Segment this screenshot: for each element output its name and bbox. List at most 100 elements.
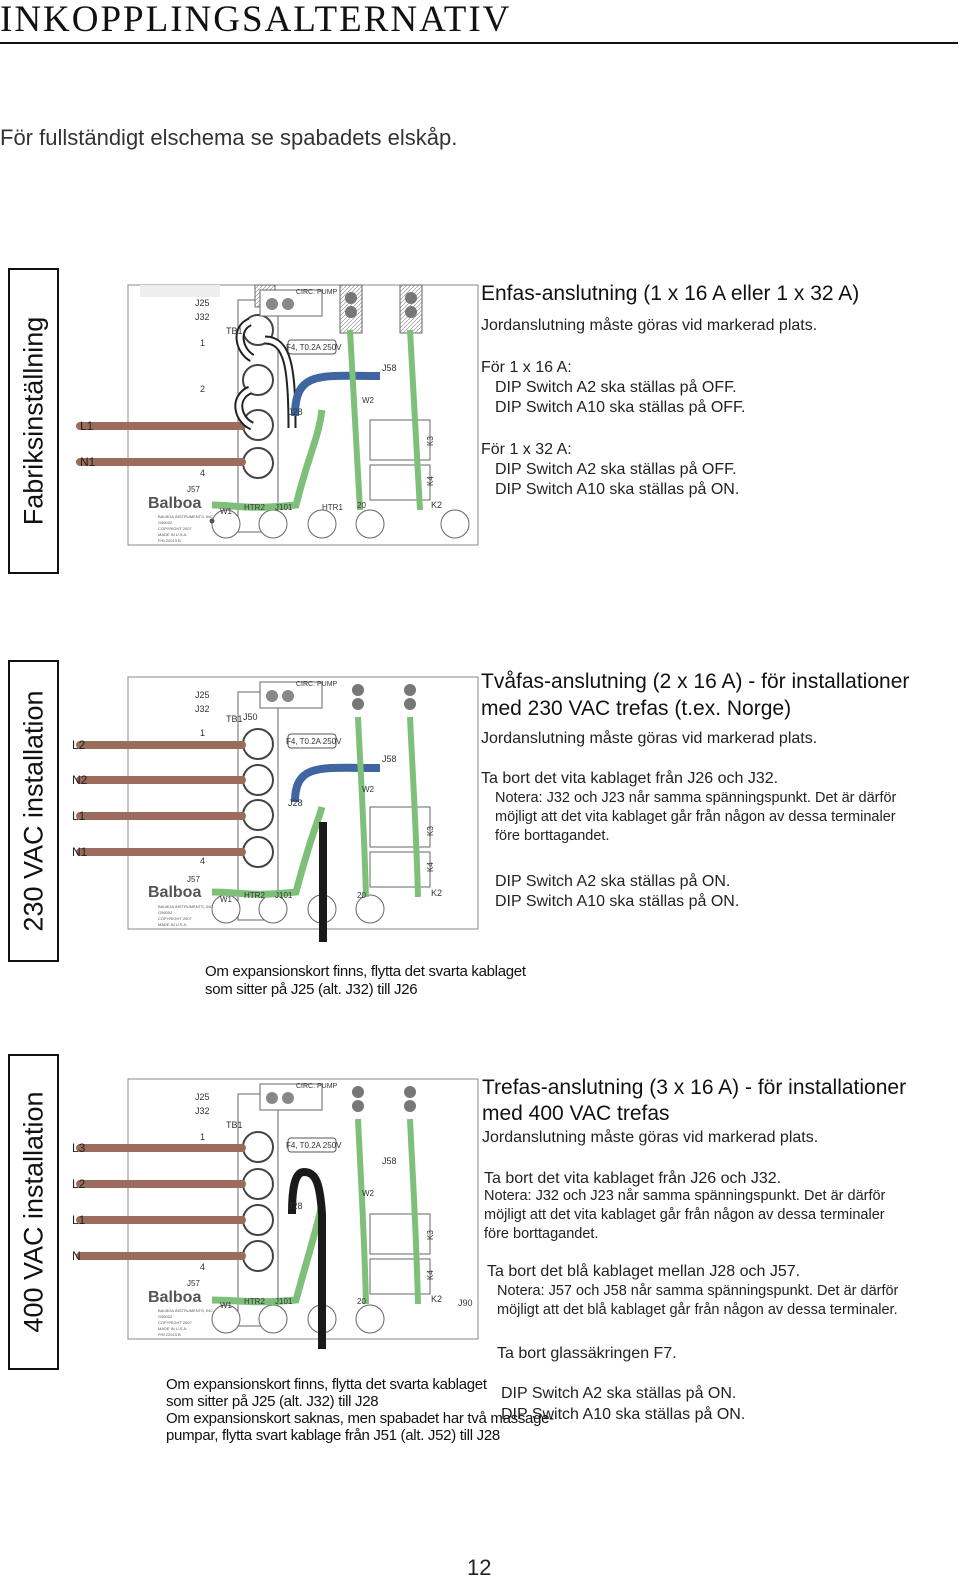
svg-text:J57: J57	[187, 1279, 200, 1288]
svg-text:MADE IN U.S.A.: MADE IN U.S.A.	[158, 532, 187, 537]
balboa-logo: Balboa	[148, 884, 201, 901]
section3-expansion-4: pumpar, flytta svart kablage från J51 (a…	[166, 1427, 500, 1444]
svg-text:CIRC. PUMP: CIRC. PUMP	[296, 681, 338, 688]
section1-opt1-a: DIP Switch A2 ska ställas på OFF.	[495, 379, 737, 396]
section3-ground: Jordanslutning måste göras vid markerad …	[482, 1129, 819, 1146]
svg-text:J28: J28	[288, 1201, 303, 1211]
section3-note-1: Notera: J32 och J23 når samma spänningsp…	[484, 1188, 886, 1204]
svg-text:20: 20	[357, 1297, 366, 1306]
svg-text:COPYRIGHT 2007: COPYRIGHT 2007	[158, 916, 192, 921]
side-label-400vac: 400 VAC installation	[8, 1054, 59, 1370]
svg-text:J57: J57	[187, 485, 200, 494]
svg-text:J50: J50	[243, 712, 258, 722]
svg-text:HTR1: HTR1	[322, 503, 343, 512]
svg-text:G56002: G56002	[158, 1314, 173, 1319]
section2-note-1: Notera: J32 och J23 når samma spänningsp…	[495, 790, 897, 806]
terminal-screw-icon	[242, 728, 274, 760]
terminal-screw-icon	[242, 764, 274, 796]
svg-text:J28: J28	[288, 798, 303, 808]
section3-fuse: Ta bort glassäkringen F7.	[497, 1345, 677, 1362]
svg-text:TB1: TB1	[226, 1120, 243, 1130]
section2-dip-a: DIP Switch A2 ska ställas på ON.	[495, 873, 731, 890]
ground-icon	[209, 518, 215, 524]
wire-brown	[76, 1144, 246, 1260]
section1-ground: Jordanslutning måste göras vid markerad …	[481, 317, 818, 334]
svg-text:J32: J32	[195, 312, 210, 322]
svg-text:J25: J25	[195, 690, 210, 700]
svg-text:BALBOA INSTRUMENTS, INC.: BALBOA INSTRUMENTS, INC.	[158, 514, 214, 519]
svg-text:K3: K3	[426, 1230, 435, 1240]
section3-expansion-3: Om expansionskort saknas, men spabadet h…	[166, 1410, 554, 1427]
svg-text:20: 20	[357, 891, 366, 900]
svg-text:TB1: TB1	[226, 326, 243, 336]
fuse-icon	[287, 733, 337, 749]
svg-text:K2: K2	[431, 888, 442, 898]
svg-text:W1: W1	[220, 507, 233, 516]
svg-text:CIRC. PUMP: CIRC. PUMP	[296, 289, 338, 296]
terminal-screw-icon	[242, 447, 274, 479]
svg-text:HTR2: HTR2	[244, 891, 265, 900]
svg-text:TB1: TB1	[226, 714, 243, 724]
section2-note-2: möjligt att det vita kablaget går från n…	[495, 809, 896, 825]
side-label-230vac: 230 VAC installation	[8, 660, 59, 962]
section1-opt2-a: DIP Switch A2 ska ställas på OFF.	[495, 461, 737, 478]
svg-text:HTR2: HTR2	[244, 503, 265, 512]
section2-expansion-2: som sitter på J25 (alt. J32) till J26	[205, 981, 418, 998]
svg-text:G56002: G56002	[158, 520, 173, 525]
svg-text:K4: K4	[426, 862, 435, 872]
svg-text:J57: J57	[187, 875, 200, 884]
svg-text:J90: J90	[458, 1298, 473, 1308]
wire-label-n: N	[72, 1249, 81, 1263]
svg-text:F4, T0.2A 250V: F4, T0.2A 250V	[286, 737, 342, 746]
section3-expansion-2: som sitter på J25 (alt. J32) till J28	[166, 1393, 379, 1410]
section3-remove-blue: Ta bort det blå kablaget mellan J28 och …	[487, 1263, 801, 1280]
wire-green	[355, 716, 421, 898]
section3-dip-a: DIP Switch A2 ska ställas på ON.	[501, 1385, 737, 1402]
section2-heading-1: Tvåfas-anslutning (2 x 16 A) - för insta…	[481, 670, 910, 693]
svg-text:4: 4	[200, 856, 205, 866]
section2-heading-2: med 230 VAC trefas (t.ex. Norge)	[481, 697, 792, 720]
section1-heading: Enfas-anslutning (1 x 16 A eller 1 x 32 …	[481, 282, 860, 305]
wire-label-l1: L1	[72, 809, 86, 823]
svg-text:J25: J25	[195, 1092, 210, 1102]
wire-green	[211, 1203, 326, 1306]
svg-text:1: 1	[200, 728, 205, 738]
svg-text:1: 1	[200, 338, 205, 348]
section3-note-3: före borttagandet.	[484, 1226, 599, 1242]
svg-text:F4, T0.2A 250V: F4, T0.2A 250V	[286, 1141, 342, 1150]
svg-text:G56002: G56002	[158, 910, 173, 915]
page-number: 12	[467, 1555, 492, 1580]
wire-label-l1: L1	[80, 419, 94, 433]
section2-dip-b: DIP Switch A10 ska ställas på ON.	[495, 893, 740, 910]
svg-text:HTR2: HTR2	[244, 1297, 265, 1306]
svg-text:1: 1	[200, 1132, 205, 1142]
section1-opt1-b: DIP Switch A10 ska ställas på OFF.	[495, 399, 746, 416]
section3-note-5: möjligt att det blå kablaget går från nå…	[497, 1302, 898, 1318]
svg-text:K3: K3	[426, 436, 435, 446]
svg-text:W1: W1	[220, 895, 233, 904]
balboa-logo: Balboa	[148, 1289, 201, 1306]
relay-k4	[369, 851, 431, 888]
page-title: INKOPPLINGSALTERNATIV	[0, 0, 512, 40]
board-edge-connector	[140, 285, 220, 297]
svg-text:MADE IN U.S.A.: MADE IN U.S.A.	[158, 922, 187, 927]
svg-text:P/N 22013 B: P/N 22013 B	[158, 1332, 181, 1337]
section3-dip-b: DIP Switch A10 ska ställas på ON.	[501, 1406, 746, 1423]
wire-label-n1: N1	[72, 845, 88, 859]
title-rule	[0, 42, 958, 44]
svg-text:K4: K4	[426, 1270, 435, 1280]
svg-text:COPYRIGHT 2007: COPYRIGHT 2007	[158, 526, 192, 531]
svg-text:P/N 22013 B: P/N 22013 B	[158, 538, 181, 543]
wire-label-l2: L2	[72, 1177, 86, 1191]
section3-heading-1: Trefas-anslutning (3 x 16 A) - för insta…	[482, 1076, 907, 1099]
section2-remove: Ta bort det vita kablaget från J26 och J…	[481, 770, 779, 787]
wire-brown	[76, 422, 246, 466]
wiring-diagram-1: L1 N1 J25 J32 TB1 CIRC. PUMP F4, T0.2A 2…	[76, 284, 479, 546]
svg-text:20: 20	[357, 501, 366, 510]
wire-label-n1: N1	[80, 455, 96, 469]
wire-label-l2: L2	[72, 738, 86, 752]
relay-k4	[369, 1258, 431, 1295]
wiring-diagram-2: L2 N2 L1 N1 J25 J32 TB1 J50 CIRC. PUMP F…	[72, 676, 479, 942]
section1-opt2-heading: För 1 x 32 A:	[481, 441, 572, 458]
svg-text:BALBOA INSTRUMENTS, INC.: BALBOA INSTRUMENTS, INC.	[158, 1308, 214, 1313]
